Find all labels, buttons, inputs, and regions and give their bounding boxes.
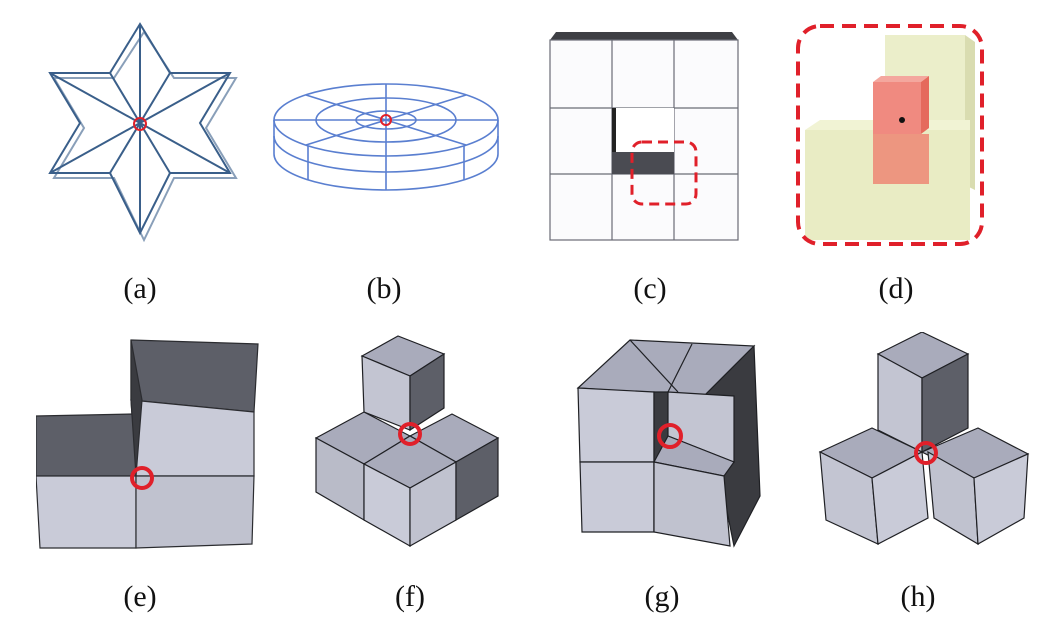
ring-disc-wireframe xyxy=(273,83,499,191)
three-cube-corner xyxy=(314,335,500,548)
highlight-box xyxy=(796,24,984,246)
caption-a: (a) xyxy=(123,272,157,305)
two-cube-corner xyxy=(36,339,259,549)
panel-c xyxy=(548,30,748,245)
caption-d: (d) xyxy=(878,272,914,305)
panel-h xyxy=(818,332,1032,550)
highlight-circle xyxy=(657,423,683,449)
cube-grid-with-hole xyxy=(549,32,739,241)
caption-c: (c) xyxy=(633,272,667,305)
highlight-circle xyxy=(914,441,938,465)
highlight-circle xyxy=(380,114,392,126)
caption-e: (e) xyxy=(123,580,157,613)
highlight-circle xyxy=(130,466,154,490)
panel-f xyxy=(314,332,510,550)
panel-e xyxy=(36,336,262,552)
highlight-circle xyxy=(133,117,147,131)
panel-a xyxy=(30,18,250,258)
highlight-box xyxy=(630,140,698,206)
panel-b xyxy=(268,80,508,210)
caption-h: (h) xyxy=(900,580,936,613)
caption-g: (g) xyxy=(644,580,680,613)
panel-d xyxy=(790,20,990,250)
panel-g xyxy=(574,336,764,550)
caption-b: (b) xyxy=(366,272,402,305)
caption-f: (f) xyxy=(395,580,425,613)
tri-cube-corner xyxy=(818,332,1030,546)
star-prism-wireframe xyxy=(48,22,238,243)
stacked-cube-block xyxy=(576,339,761,548)
transparent-cube-closeup xyxy=(796,24,984,246)
highlight-circle xyxy=(398,422,422,446)
star-edges xyxy=(48,22,238,243)
